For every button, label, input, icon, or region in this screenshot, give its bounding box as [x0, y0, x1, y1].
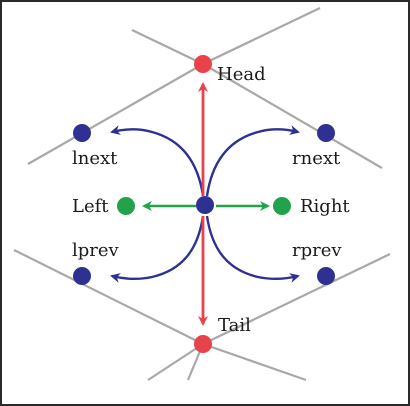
arrow-to-rprev: [205, 215, 300, 283]
next-prev-arrows: [110, 125, 300, 283]
lnext-label: lnext: [72, 148, 118, 169]
arrow-to-lnext: [110, 125, 205, 197]
mesh-edge-tail-upper-right: [202, 253, 391, 345]
right-face-dot: [273, 197, 291, 215]
mesh-edge-head-upper-right: [202, 7, 321, 65]
mesh-edge-head-lower-left: [27, 63, 204, 165]
center-edge-dot: [196, 196, 214, 214]
lprev-label: lprev: [72, 240, 120, 261]
head-vertex-dot: [194, 55, 212, 73]
arrow-to-rnext: [205, 125, 300, 197]
rprev-label: rprev: [292, 240, 342, 261]
head-label: Head: [217, 64, 266, 85]
rprev-dot: [317, 267, 335, 285]
lnext-dot: [73, 124, 91, 142]
mesh-edges: [13, 7, 391, 382]
mesh-edge-tail-lower-left: [147, 343, 204, 381]
rnext-label: rnext: [292, 148, 341, 169]
mesh-edge-head-lower-right: [202, 63, 383, 169]
mesh-edge-tail-upper-left: [13, 249, 204, 345]
arrow-to-lprev: [110, 215, 205, 283]
tail-vertex-dot: [194, 335, 212, 353]
lprev-dot: [73, 267, 91, 285]
rnext-dot: [317, 124, 335, 142]
mesh-edge-tail-lower-right: [202, 342, 307, 382]
tail-label: Tail: [218, 315, 251, 336]
mesh-edge-head-upper-left: [131, 29, 204, 65]
right-label: Right: [300, 196, 350, 217]
left-label: Left: [72, 196, 109, 217]
left-face-dot: [117, 197, 135, 215]
